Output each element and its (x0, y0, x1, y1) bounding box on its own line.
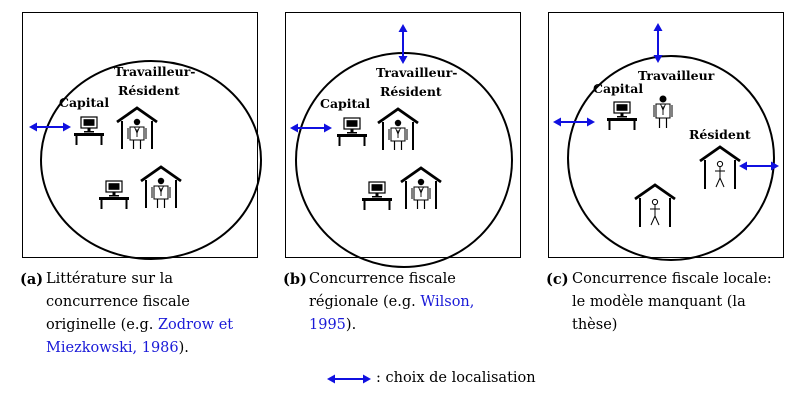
label-capital: Capital (59, 95, 109, 110)
caption-tag: (a) (20, 271, 44, 288)
caption-c: (c) Concurrence fiscale locale: le modèl… (546, 268, 786, 337)
house-worker-icon (376, 107, 420, 152)
citation-link[interactable]: Zodrow et Miezkowski, 1986 (46, 317, 234, 356)
house-worker-icon (139, 165, 183, 210)
caption-a: (a) Littérature sur la concurrence fisca… (20, 268, 252, 360)
panel-a: Travailleur- Résident Capital (22, 12, 262, 260)
caption-b: (b) Concurrence fiscale régionale (e.g. … (283, 268, 503, 337)
location-choice-arrow-icon (29, 122, 71, 132)
computer-icon (336, 117, 368, 147)
house-worker-icon (399, 166, 443, 211)
computer-icon (606, 101, 638, 131)
label-worker: Travailleur (638, 68, 715, 83)
location-choice-arrow-icon (653, 23, 663, 63)
location-choice-arrow-icon (739, 161, 779, 171)
location-choice-arrow-icon (553, 117, 595, 127)
caption-text-pre: Concurrence fiscale régionale (e.g. (309, 271, 456, 310)
region-ellipse (40, 60, 262, 260)
label-capital: Capital (593, 81, 643, 96)
computer-icon (361, 181, 393, 211)
caption-text-pre: Littérature sur la concurrence fiscale o… (46, 271, 190, 333)
computer-icon (73, 116, 105, 146)
caption-text-post: ). (345, 317, 357, 333)
house-worker-icon (115, 106, 159, 151)
label-worker-top: Travailleur- (376, 65, 458, 80)
location-choice-arrow-icon (327, 374, 371, 384)
caption-text: Concurrence fiscale régionale (e.g. Wils… (309, 268, 503, 337)
caption-text: Littérature sur la concurrence fiscale o… (46, 268, 252, 360)
label-worker-bottom: Résident (380, 84, 442, 99)
label-resident: Résident (689, 127, 751, 142)
worker-icon (653, 94, 673, 129)
caption-text-post: ). (178, 340, 189, 356)
computer-icon (98, 180, 130, 210)
location-choice-arrow-icon (398, 24, 408, 64)
location-choice-arrow-icon (290, 123, 332, 133)
label-worker-top: Travailleur- (114, 64, 196, 79)
panel-c-diagram: Travailleur Capital Résident (553, 23, 779, 261)
legend-text: : choix de localisation (376, 370, 536, 386)
citation-link[interactable]: Wilson, 1995 (309, 294, 475, 333)
caption-text: Concurrence fiscale locale: le modèle ma… (572, 271, 772, 333)
region-ellipse (567, 55, 775, 261)
panel-c: Travailleur Capital Résident (548, 12, 784, 261)
label-capital: Capital (320, 96, 370, 111)
caption-tag: (c) (546, 271, 569, 288)
caption-tag: (b) (283, 271, 307, 288)
panel-a-diagram: Travailleur- Résident Capital (29, 60, 262, 260)
panel-b: Travailleur- Résident Capital (285, 12, 521, 268)
house-resident-icon (633, 183, 677, 229)
label-worker-bottom: Résident (118, 83, 180, 98)
panel-b-diagram: Travailleur- Résident Capital (290, 24, 513, 268)
house-resident-icon (698, 145, 742, 191)
